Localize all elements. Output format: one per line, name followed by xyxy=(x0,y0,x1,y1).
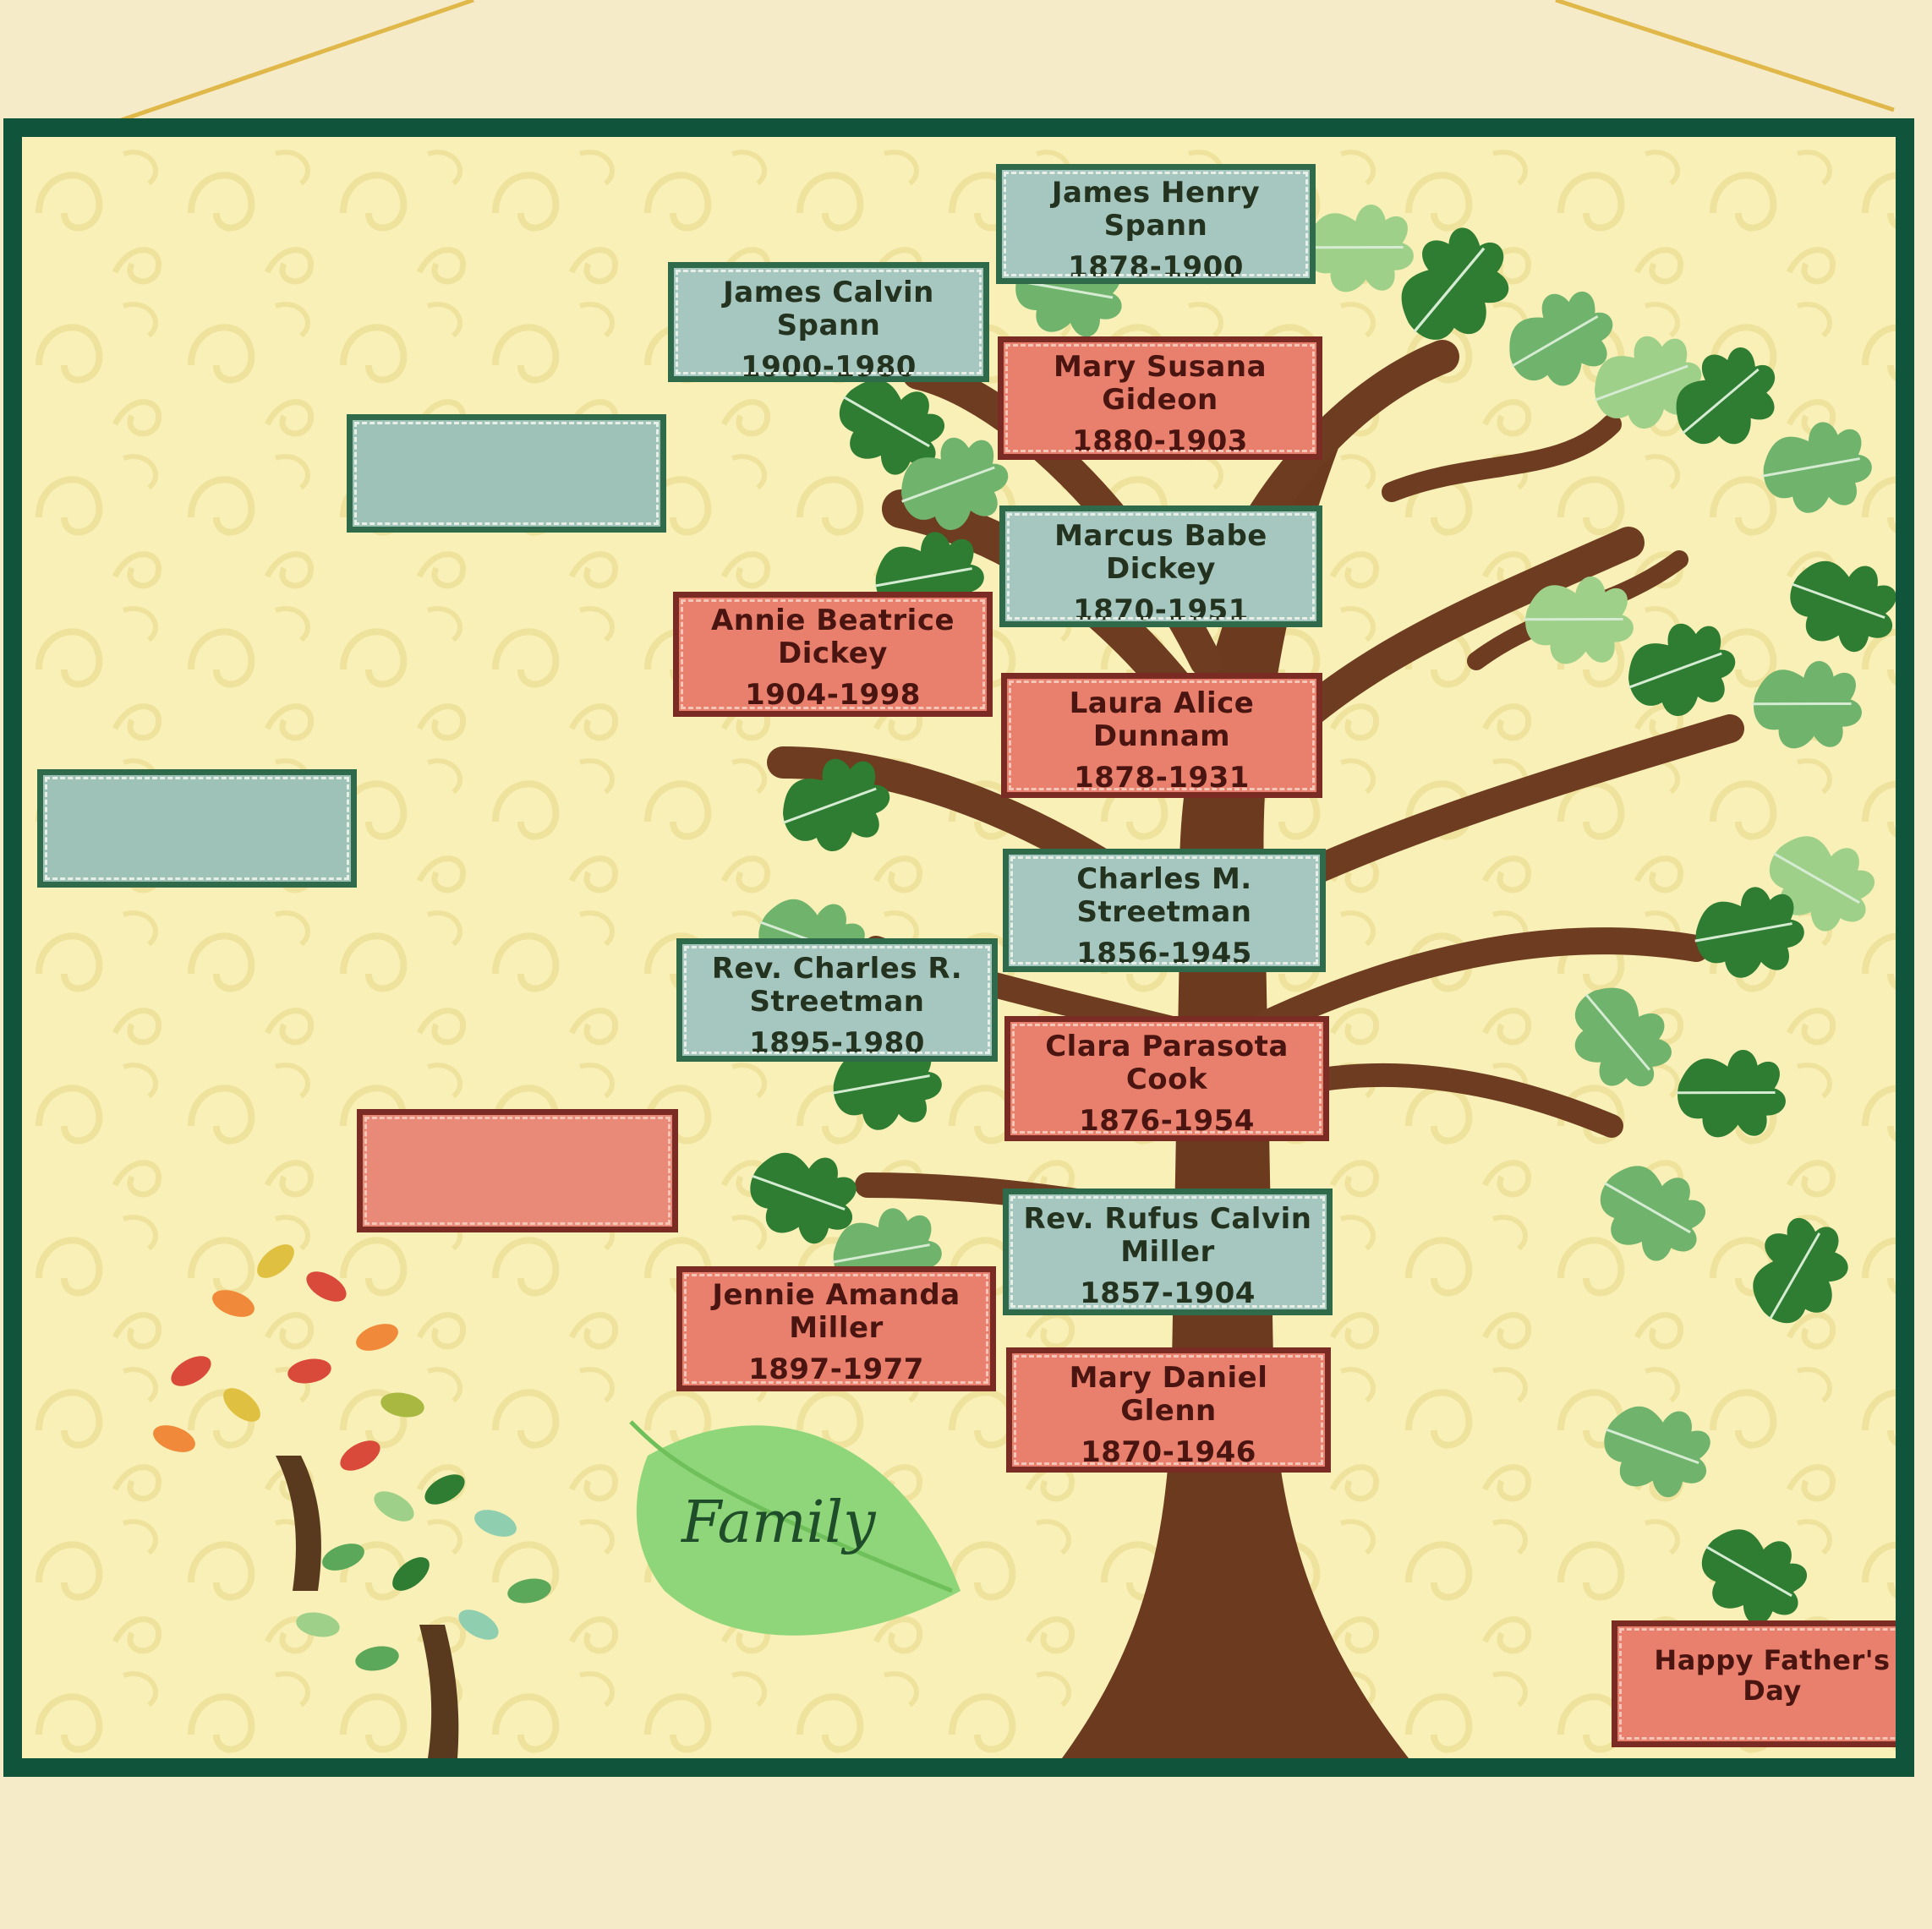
plate-james-calvin-spann: James Calvin Spann 1900-1980 xyxy=(668,262,989,384)
plate-name-line2: Streetman xyxy=(749,985,925,1019)
greeting-line1: Happy Father's xyxy=(1654,1644,1891,1676)
plate-dates: 1870-1946 xyxy=(1081,1435,1256,1469)
plate-name-line1: James Calvin xyxy=(723,276,934,309)
plate-name-line2: Gideon xyxy=(1102,383,1218,417)
plate-name-line1: Laura Alice xyxy=(1069,686,1255,720)
plate-jennie-amanda-miller: Jennie Amanda Miller 1897-1977 xyxy=(676,1266,996,1391)
plate-marcus-babe-dickey: Marcus Babe Dickey 1870-1951 xyxy=(999,505,1322,627)
plate-dates: 1857-1904 xyxy=(1080,1276,1256,1310)
plate-name-line2: Glenn xyxy=(1120,1394,1217,1428)
blank-plate-red-1 xyxy=(357,1109,678,1232)
plate-name-line1: Rev. Charles R. xyxy=(711,952,963,986)
plate-dates: 1895-1980 xyxy=(749,1026,925,1060)
blank-plate-blue-1 xyxy=(347,414,666,533)
plate-dates: 1900-1980 xyxy=(741,350,917,384)
plate-clara-parasota-cook: Clara Parasota Cook 1876-1954 xyxy=(1004,1016,1329,1141)
plate-mary-daniel-glenn: Mary Daniel Glenn 1870-1946 xyxy=(1006,1347,1331,1473)
plate-dates: 1876-1954 xyxy=(1079,1104,1255,1138)
plate-dates: 1897-1977 xyxy=(748,1352,924,1386)
plate-rev-rufus-calvin-miller: Rev. Rufus Calvin Miller 1857-1904 xyxy=(1003,1189,1333,1315)
blank-plate-blue-2 xyxy=(37,769,357,888)
plate-name-line2: Dickey xyxy=(778,637,888,670)
plate-annie-beatrice-dickey: Annie Beatrice Dickey 1904-1998 xyxy=(673,592,993,717)
hanging-string xyxy=(101,0,1895,129)
plate-name-line2: Miller xyxy=(1120,1235,1215,1269)
plate-james-henry-spann: James Henry Spann 1878-1900 xyxy=(996,164,1316,284)
plate-dates: 1880-1903 xyxy=(1072,424,1248,458)
plate-name-line1: Mary Susana xyxy=(1053,350,1267,384)
plate-name-line2: Cook xyxy=(1125,1063,1208,1096)
plate-name-line1: James Henry xyxy=(1051,176,1261,210)
plate-name-line2: Streetman xyxy=(1076,895,1252,929)
plate-name-line1: Jennie Amanda xyxy=(712,1278,961,1312)
family-title: Family xyxy=(681,1489,876,1556)
plate-laura-alice-dunnam: Laura Alice Dunnam 1878-1931 xyxy=(1001,673,1322,798)
plate-dates: 1878-1900 xyxy=(1068,250,1244,284)
plate-dates: 1870-1951 xyxy=(1073,593,1249,627)
plate-name-line2: Spann xyxy=(776,309,881,342)
plate-dates: 1856-1945 xyxy=(1076,937,1252,970)
plate-name-line1: Marcus Babe xyxy=(1054,519,1267,553)
plate-name-line1: Annie Beatrice xyxy=(710,604,955,637)
family-leaf-applique xyxy=(636,1425,961,1636)
plate-dates: 1878-1931 xyxy=(1074,761,1250,795)
greeting-line2: Day xyxy=(1743,1675,1802,1707)
plate-name-line1: Mary Daniel xyxy=(1069,1361,1268,1395)
plate-name-line2: Dickey xyxy=(1106,552,1216,586)
happy-fathers-day-plate: Happy Father's Day xyxy=(1612,1620,1896,1747)
plate-name-line1: Clara Parasota xyxy=(1045,1030,1289,1063)
plate-name-line1: Rev. Rufus Calvin xyxy=(1023,1202,1312,1236)
plate-charles-m-streetman: Charles M. Streetman 1856-1945 xyxy=(1003,849,1326,972)
plate-dates: 1904-1998 xyxy=(745,678,921,712)
plate-name-line2: Dunnam xyxy=(1092,719,1231,753)
plate-name-line2: Miller xyxy=(789,1311,884,1345)
plate-rev-charles-r-streetman: Rev. Charles R. Streetman 1895-1980 xyxy=(676,938,998,1062)
family-tree-quilt: James Henry Spann 1878-1900 James Calvin… xyxy=(3,118,1914,1777)
autumn-tree-applique xyxy=(153,1244,551,1758)
plate-mary-susana-gideon: Mary Susana Gideon 1880-1903 xyxy=(998,336,1322,460)
plate-name-line2: Spann xyxy=(1103,209,1208,243)
plate-name-line1: Charles M. xyxy=(1076,862,1252,896)
